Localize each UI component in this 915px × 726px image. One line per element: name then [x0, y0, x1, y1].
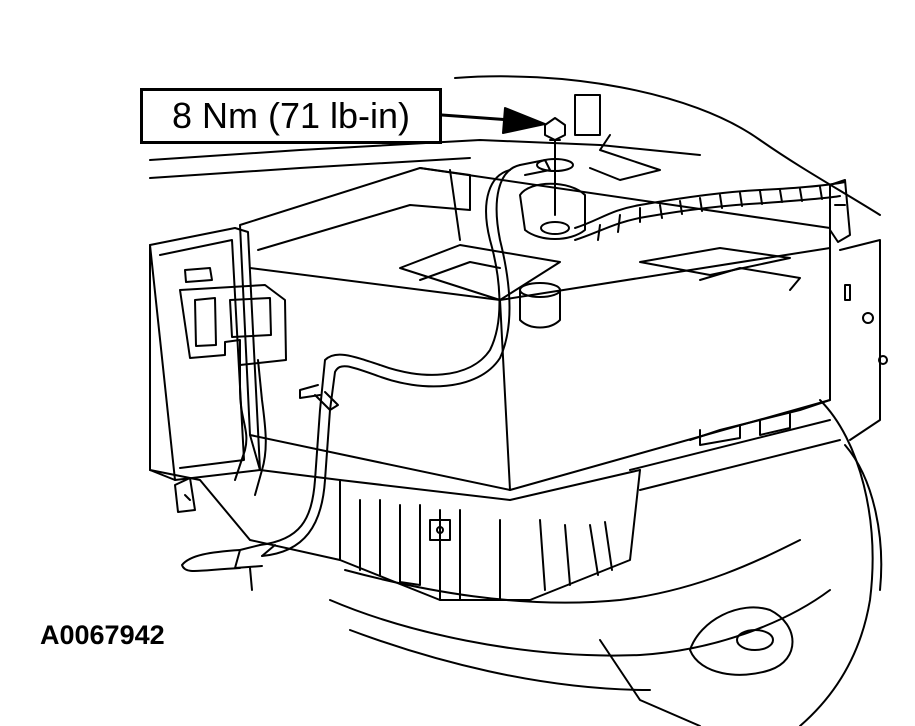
battery-terminal-clamp [519, 117, 586, 329]
battery-tray [249, 419, 841, 601]
torque-spec-label: 8 Nm (71 lb-in) [140, 88, 442, 144]
figure-id: A0067942 [40, 620, 165, 650]
positive-cable-harness [574, 179, 851, 243]
ground-cable [181, 159, 551, 591]
callout-arrow [440, 107, 546, 134]
vehicle-body-panels [149, 75, 888, 726]
